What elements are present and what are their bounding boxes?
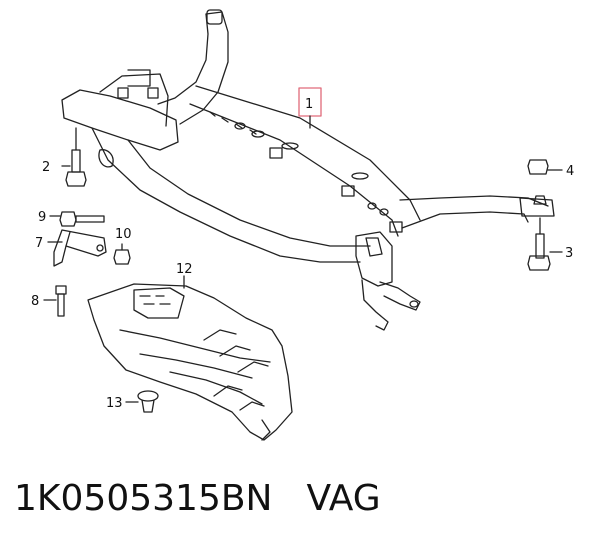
bolt-part-2 xyxy=(61,127,87,187)
bolt-part-9 xyxy=(49,211,105,227)
label-part-8: 8 xyxy=(31,294,39,309)
clip-part-13 xyxy=(125,390,159,413)
caption: 1K0505315BN VAG xyxy=(14,478,381,519)
label-part-7: 7 xyxy=(35,236,43,251)
stud-part-8 xyxy=(43,285,67,317)
nut-part-4 xyxy=(527,159,563,205)
underbody-shield-part-12 xyxy=(87,275,293,441)
label-part-1: 1 xyxy=(305,97,313,112)
bolt-part-3 xyxy=(527,217,563,271)
rear-subframe xyxy=(61,9,555,331)
label-part-10: 10 xyxy=(115,227,132,242)
exploded-parts-diagram: 1 2 3 4 7 8 9 10 12 13 xyxy=(31,9,574,441)
part-number: 1K0505315BN xyxy=(14,478,273,519)
label-part-2: 2 xyxy=(42,160,50,175)
label-part-4: 4 xyxy=(566,164,574,179)
label-part-9: 9 xyxy=(38,210,46,225)
brand-name: VAG xyxy=(306,478,381,519)
label-part-3: 3 xyxy=(565,246,573,261)
bracket-part-7 xyxy=(47,229,107,267)
label-part-13: 13 xyxy=(106,396,123,411)
nut-part-10 xyxy=(113,243,131,265)
label-part-12: 12 xyxy=(176,262,193,277)
